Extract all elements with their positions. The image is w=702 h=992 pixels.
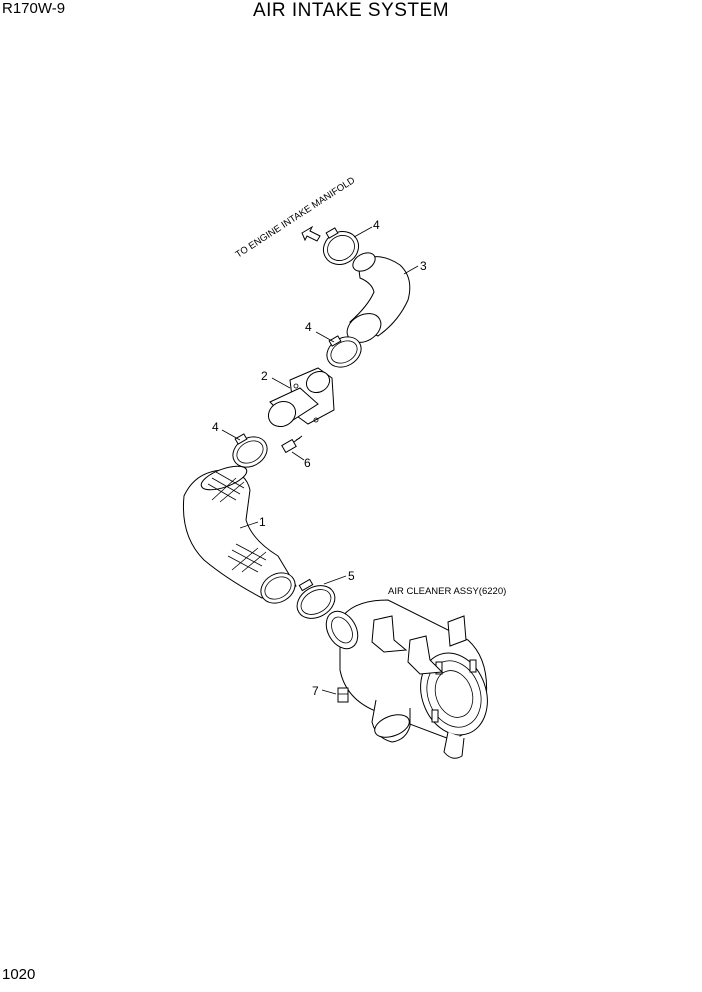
leader-line bbox=[239, 521, 259, 529]
leader-line bbox=[271, 377, 291, 389]
callout-adapter-flange: 2 bbox=[261, 369, 268, 383]
outlet-pipe bbox=[371, 699, 411, 743]
callout-clamp-cleaner: 5 bbox=[348, 569, 355, 583]
grip-texture bbox=[207, 471, 267, 573]
callout-hose-elbow-lower: 1 bbox=[259, 515, 266, 529]
clamp-upper-mid bbox=[326, 335, 362, 368]
leader-line bbox=[221, 429, 241, 441]
callout-hose-elbow-upper: 3 bbox=[420, 259, 427, 273]
clamp-cleaner bbox=[296, 578, 336, 619]
callout-clamp-upper-mid: 4 bbox=[305, 320, 312, 334]
hose-elbow-lower bbox=[182, 465, 297, 604]
clamp-top bbox=[322, 227, 360, 266]
leader-line bbox=[315, 331, 335, 343]
model-code: R170W-9 bbox=[2, 0, 66, 17]
callout-indicator: 7 bbox=[312, 684, 319, 698]
page-title: AIR INTAKE SYSTEM bbox=[252, 0, 450, 21]
clamp-lower-mid bbox=[232, 433, 268, 468]
indicator bbox=[337, 687, 349, 703]
direction-arrow-icon bbox=[301, 225, 321, 242]
leader-line bbox=[403, 265, 419, 275]
callout-bolt: 6 bbox=[304, 456, 311, 470]
mounting-bracket bbox=[371, 615, 467, 675]
adapter-flange bbox=[267, 367, 335, 428]
leader-line bbox=[323, 575, 347, 585]
leader-line bbox=[353, 226, 373, 238]
assembly-label: AIR CLEANER ASSY(6220) bbox=[388, 586, 506, 597]
bolt bbox=[281, 435, 303, 454]
leader-line bbox=[321, 689, 337, 695]
hose-elbow-upper bbox=[346, 252, 411, 343]
page-number: 1020 bbox=[2, 966, 36, 983]
callout-clamp-top: 4 bbox=[373, 218, 380, 232]
leader-line bbox=[291, 451, 305, 461]
air-cleaner-assembly bbox=[325, 599, 488, 759]
callout-clamp-lower-mid: 4 bbox=[212, 420, 219, 434]
dust-valve bbox=[443, 731, 465, 759]
